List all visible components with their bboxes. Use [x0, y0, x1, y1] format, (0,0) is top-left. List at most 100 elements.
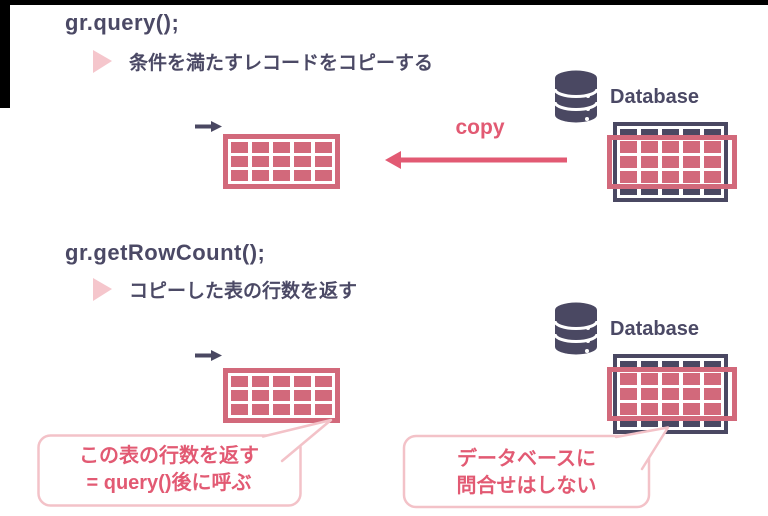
record-cell	[273, 376, 290, 387]
record-cell	[683, 388, 700, 400]
record-cell	[620, 171, 637, 183]
record-cell	[273, 390, 290, 401]
record-cell	[704, 171, 721, 183]
table-edge-cell	[641, 129, 658, 138]
table-edge-cell	[620, 186, 637, 195]
record-cell	[315, 142, 332, 153]
record-cell	[294, 376, 311, 387]
bubble-line: = query()後に呼ぶ	[86, 472, 252, 494]
record-cell	[252, 156, 269, 167]
record-cell	[294, 142, 311, 153]
record-cell	[273, 156, 290, 167]
table-edge-cell	[620, 129, 637, 138]
record-cell	[704, 403, 721, 415]
record-cell	[641, 403, 658, 415]
table-edge-cell	[641, 361, 658, 370]
speech-bubble	[37, 418, 333, 507]
record-cell	[620, 403, 637, 415]
record-cell	[641, 171, 658, 183]
record-cell	[315, 376, 332, 387]
record-cell	[704, 141, 721, 153]
arrow-right-icon	[195, 121, 222, 132]
bubble-text-noquery: データベースに 問合せはしない	[404, 446, 649, 500]
record-cell	[662, 388, 679, 400]
record-cell	[683, 141, 700, 153]
arrow-left-icon	[385, 151, 567, 169]
table-edge-cell	[683, 129, 700, 138]
record-cell	[252, 170, 269, 181]
query-bullet-row: 条件を満たすレコードをコピーする	[93, 48, 433, 75]
record-cell	[252, 376, 269, 387]
table-edge-cell	[662, 418, 679, 427]
table-edge-cell	[620, 418, 637, 427]
table-edge-cell	[704, 129, 721, 138]
database-table	[613, 122, 728, 202]
record-cell	[252, 404, 269, 415]
record-cell	[231, 156, 248, 167]
getrowcount-bullet-text: コピーした表の行数を返す	[129, 281, 358, 302]
getrowcount-bullet-row: コピーした表の行数を返す	[93, 276, 357, 303]
triangle-bullet-icon	[93, 50, 112, 73]
table-edge-cell	[683, 361, 700, 370]
record-cell	[620, 373, 637, 385]
record-cell	[683, 156, 700, 168]
record-cell	[231, 142, 248, 153]
database-label: Database	[610, 317, 699, 340]
record-cell	[294, 170, 311, 181]
record-cell	[294, 404, 311, 415]
table-edge-cell	[683, 186, 700, 195]
record-cell	[315, 170, 332, 181]
record-cell	[704, 156, 721, 168]
copy-label: copy	[455, 116, 505, 139]
record-cell	[231, 170, 248, 181]
getrowcount-method-heading: gr.getRowCount();	[65, 240, 266, 265]
record-cell	[704, 373, 721, 385]
record-cell	[662, 156, 679, 168]
record-cell	[620, 388, 637, 400]
table-edge-cell	[641, 186, 658, 195]
record-cell	[273, 404, 290, 415]
database-icon	[554, 70, 598, 123]
arrow-right-icon	[195, 350, 222, 361]
table-edge-cell	[683, 418, 700, 427]
table-edge-cell	[704, 186, 721, 195]
record-cell	[294, 390, 311, 401]
record-cell	[315, 390, 332, 401]
record-cell	[315, 156, 332, 167]
database-label: Database	[610, 85, 699, 108]
copied-record-table	[223, 134, 340, 189]
record-cell	[252, 142, 269, 153]
letterbox-left	[0, 0, 10, 108]
letterbox-top	[0, 0, 768, 5]
database-icon	[554, 302, 598, 355]
record-cell	[620, 156, 637, 168]
table-edge-cell	[704, 361, 721, 370]
record-cell	[641, 141, 658, 153]
record-cell	[294, 156, 311, 167]
record-cell	[662, 403, 679, 415]
record-cell	[662, 171, 679, 183]
table-edge-cell	[662, 186, 679, 195]
record-cell	[231, 390, 248, 401]
record-cell	[641, 156, 658, 168]
table-edge-cell	[704, 418, 721, 427]
table-edge-cell	[662, 361, 679, 370]
copied-record-table	[223, 368, 340, 423]
record-cell	[641, 373, 658, 385]
record-cell	[704, 388, 721, 400]
database-group-top: Database	[554, 70, 699, 124]
bubble-line: 問合せはしない	[456, 475, 597, 497]
bubble-text-rowcount: この表の行数を返す = query()後に呼ぶ	[38, 443, 300, 497]
record-cell	[620, 141, 637, 153]
triangle-bullet-icon	[93, 278, 112, 301]
record-cell	[683, 171, 700, 183]
record-cell	[315, 404, 332, 415]
database-table-group-top	[607, 122, 737, 202]
record-cell	[273, 142, 290, 153]
speech-bubble	[402, 426, 670, 509]
bubble-line: データベースに	[457, 448, 596, 470]
record-cell	[662, 373, 679, 385]
record-cell	[641, 388, 658, 400]
record-cell	[683, 373, 700, 385]
